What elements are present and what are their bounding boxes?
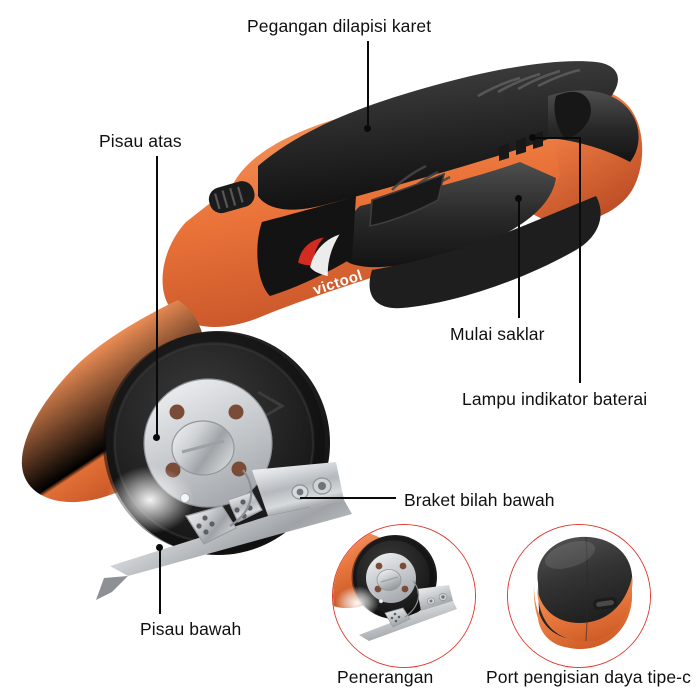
flame-icon	[298, 237, 324, 266]
leader-lower-blade	[159, 547, 161, 614]
lower-blade-rivets	[196, 515, 215, 535]
leader-upper-blade	[156, 156, 158, 437]
detail-label-charging-port: Port pengisian daya tipe-c	[486, 667, 691, 687]
leader-lower-blade-bracket	[300, 497, 396, 499]
wire-guard	[229, 469, 253, 527]
detail-inset-lighting	[332, 524, 476, 668]
dot-start-switch	[514, 194, 522, 202]
dot-upper-blade	[152, 433, 160, 441]
led-glow	[106, 466, 194, 534]
dot-lower-blade	[155, 543, 163, 551]
cap-seam-line	[585, 536, 589, 642]
inset-bolt-holes	[374, 562, 409, 593]
grip-lock-notch	[554, 91, 591, 140]
callout-label-lower-blade: Pisau bawah	[140, 619, 242, 639]
callout-label-start-switch: Mulai saklar	[450, 324, 545, 344]
callout-label-upper-blade: Pisau atas	[99, 131, 182, 151]
leader-start-switch	[518, 198, 520, 318]
screw-slot	[181, 439, 225, 454]
callout-label-rubber-grip: Pegangan dilapisi karet	[247, 16, 432, 36]
inset-guide-rail	[359, 601, 457, 641]
leader-rubber-grip	[367, 41, 369, 128]
vent-grille	[208, 181, 255, 214]
lighting-detail-art	[333, 525, 475, 667]
guide-rail-tip	[96, 576, 128, 600]
handle-under-rail	[369, 196, 601, 309]
dot-battery-indicator	[528, 134, 536, 141]
battery-indicator-leds	[499, 131, 543, 161]
inset-lower-blade	[384, 607, 411, 628]
rubber-grip-top	[258, 61, 618, 210]
detail-label-lighting: Penerangan	[337, 667, 434, 687]
adjustment-pins	[291, 477, 332, 500]
tool-main-body: victool	[21, 61, 643, 600]
inset-pins	[427, 593, 448, 605]
callout-label-battery-indicator: Lampu indikator baterai	[462, 389, 648, 409]
trigger-panel	[369, 172, 446, 227]
lower-blade-bracket	[227, 491, 263, 523]
grip-front-lobe	[338, 162, 556, 268]
grip-ridges	[477, 68, 581, 98]
inset-base-plate	[417, 585, 453, 611]
callout-label-lower-blade-bracket: Braket bilah bawah	[404, 490, 555, 510]
leader-battery-indicator-horizontal	[532, 137, 580, 139]
leader-battery-indicator-vertical	[579, 137, 581, 383]
inset-led-glow	[335, 586, 379, 620]
detail-inset-charging-port	[507, 524, 651, 668]
dot-rubber-grip	[363, 124, 371, 132]
end-cap-black-top	[537, 536, 633, 640]
hub-bolt-holes	[165, 404, 247, 478]
blade-assembly	[96, 331, 352, 600]
charging-port-detail-art	[508, 525, 650, 667]
guide-rail	[110, 500, 352, 576]
